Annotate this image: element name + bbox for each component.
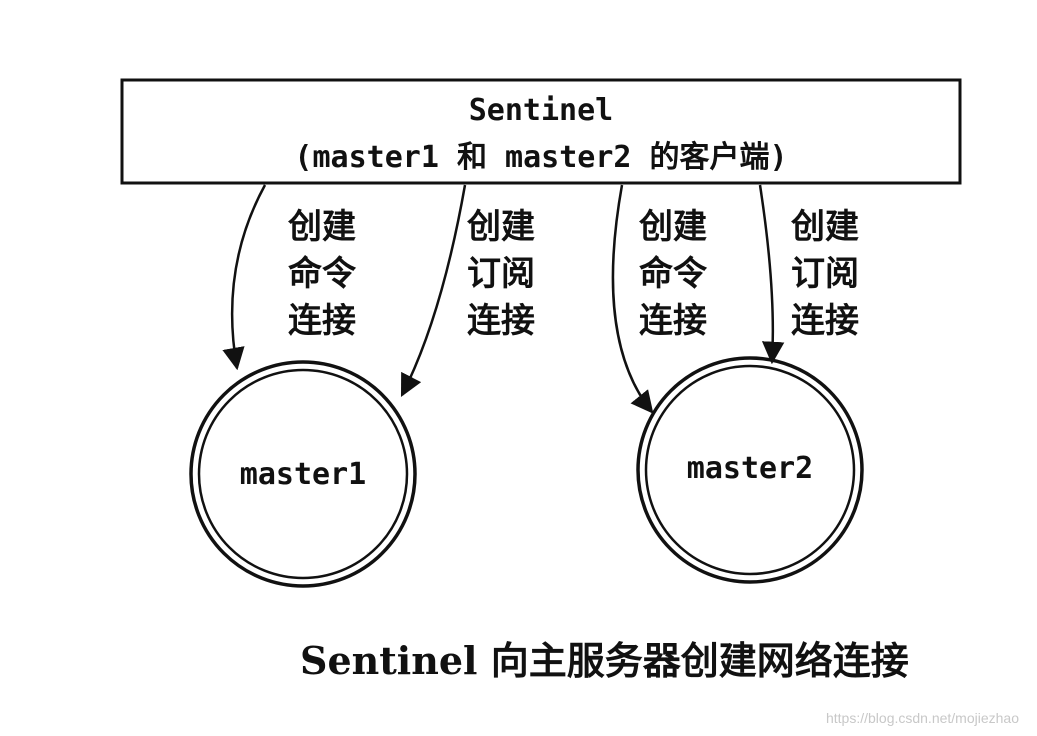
connection-label-line: 订阅 xyxy=(791,254,859,294)
sentinel-box: Sentinel (master1 和 master2 的客户端) xyxy=(120,78,962,185)
master1-inner-ring xyxy=(197,368,409,580)
connection-label-line: 订阅 xyxy=(467,254,535,294)
connection-label-line: 命令 xyxy=(288,254,357,294)
master1-outer-ring xyxy=(189,360,417,588)
connection-label-line: 连接 xyxy=(639,301,707,341)
sentinel-subtitle: (master1 和 master2 的客户端) xyxy=(294,140,787,175)
connection-label-2: 创建 订阅 连接 xyxy=(466,207,535,341)
connection-label-line: 创建 xyxy=(790,207,859,247)
connection-label-line: 连接 xyxy=(288,301,356,341)
master1-node: master1 xyxy=(189,360,417,588)
master1-label: master1 xyxy=(240,457,366,492)
connection-label-3: 创建 命令 连接 xyxy=(638,207,708,341)
connection-label-line: 创建 xyxy=(287,207,356,247)
master2-inner-ring xyxy=(644,364,856,576)
connection-label-line: 连接 xyxy=(467,301,535,341)
master2-outer-ring xyxy=(636,356,864,584)
watermark: https://blog.csdn.net/mojiezhao xyxy=(825,710,1019,726)
sentinel-title: Sentinel xyxy=(469,93,614,128)
connection-arrows xyxy=(222,184,785,414)
command-connection-arrow-master1 xyxy=(222,184,267,371)
subscribe-connection-arrow-master1 xyxy=(400,184,467,398)
connection-label-line: 创建 xyxy=(638,207,707,247)
figure-caption: Sentinel 向主服务器创建网络连接 xyxy=(300,638,909,683)
connection-label-line: 创建 xyxy=(466,207,535,247)
connection-label-1: 创建 命令 连接 xyxy=(287,207,357,341)
connection-label-4: 创建 订阅 连接 xyxy=(790,207,859,341)
master2-label: master2 xyxy=(687,451,813,486)
master2-node: master2 xyxy=(636,356,864,584)
connection-label-line: 命令 xyxy=(639,254,708,294)
sentinel-box-border xyxy=(120,78,962,185)
connection-label-line: 连接 xyxy=(791,301,859,341)
subscribe-connection-arrow-master2 xyxy=(758,184,785,365)
command-connection-arrow-master2 xyxy=(611,184,654,414)
